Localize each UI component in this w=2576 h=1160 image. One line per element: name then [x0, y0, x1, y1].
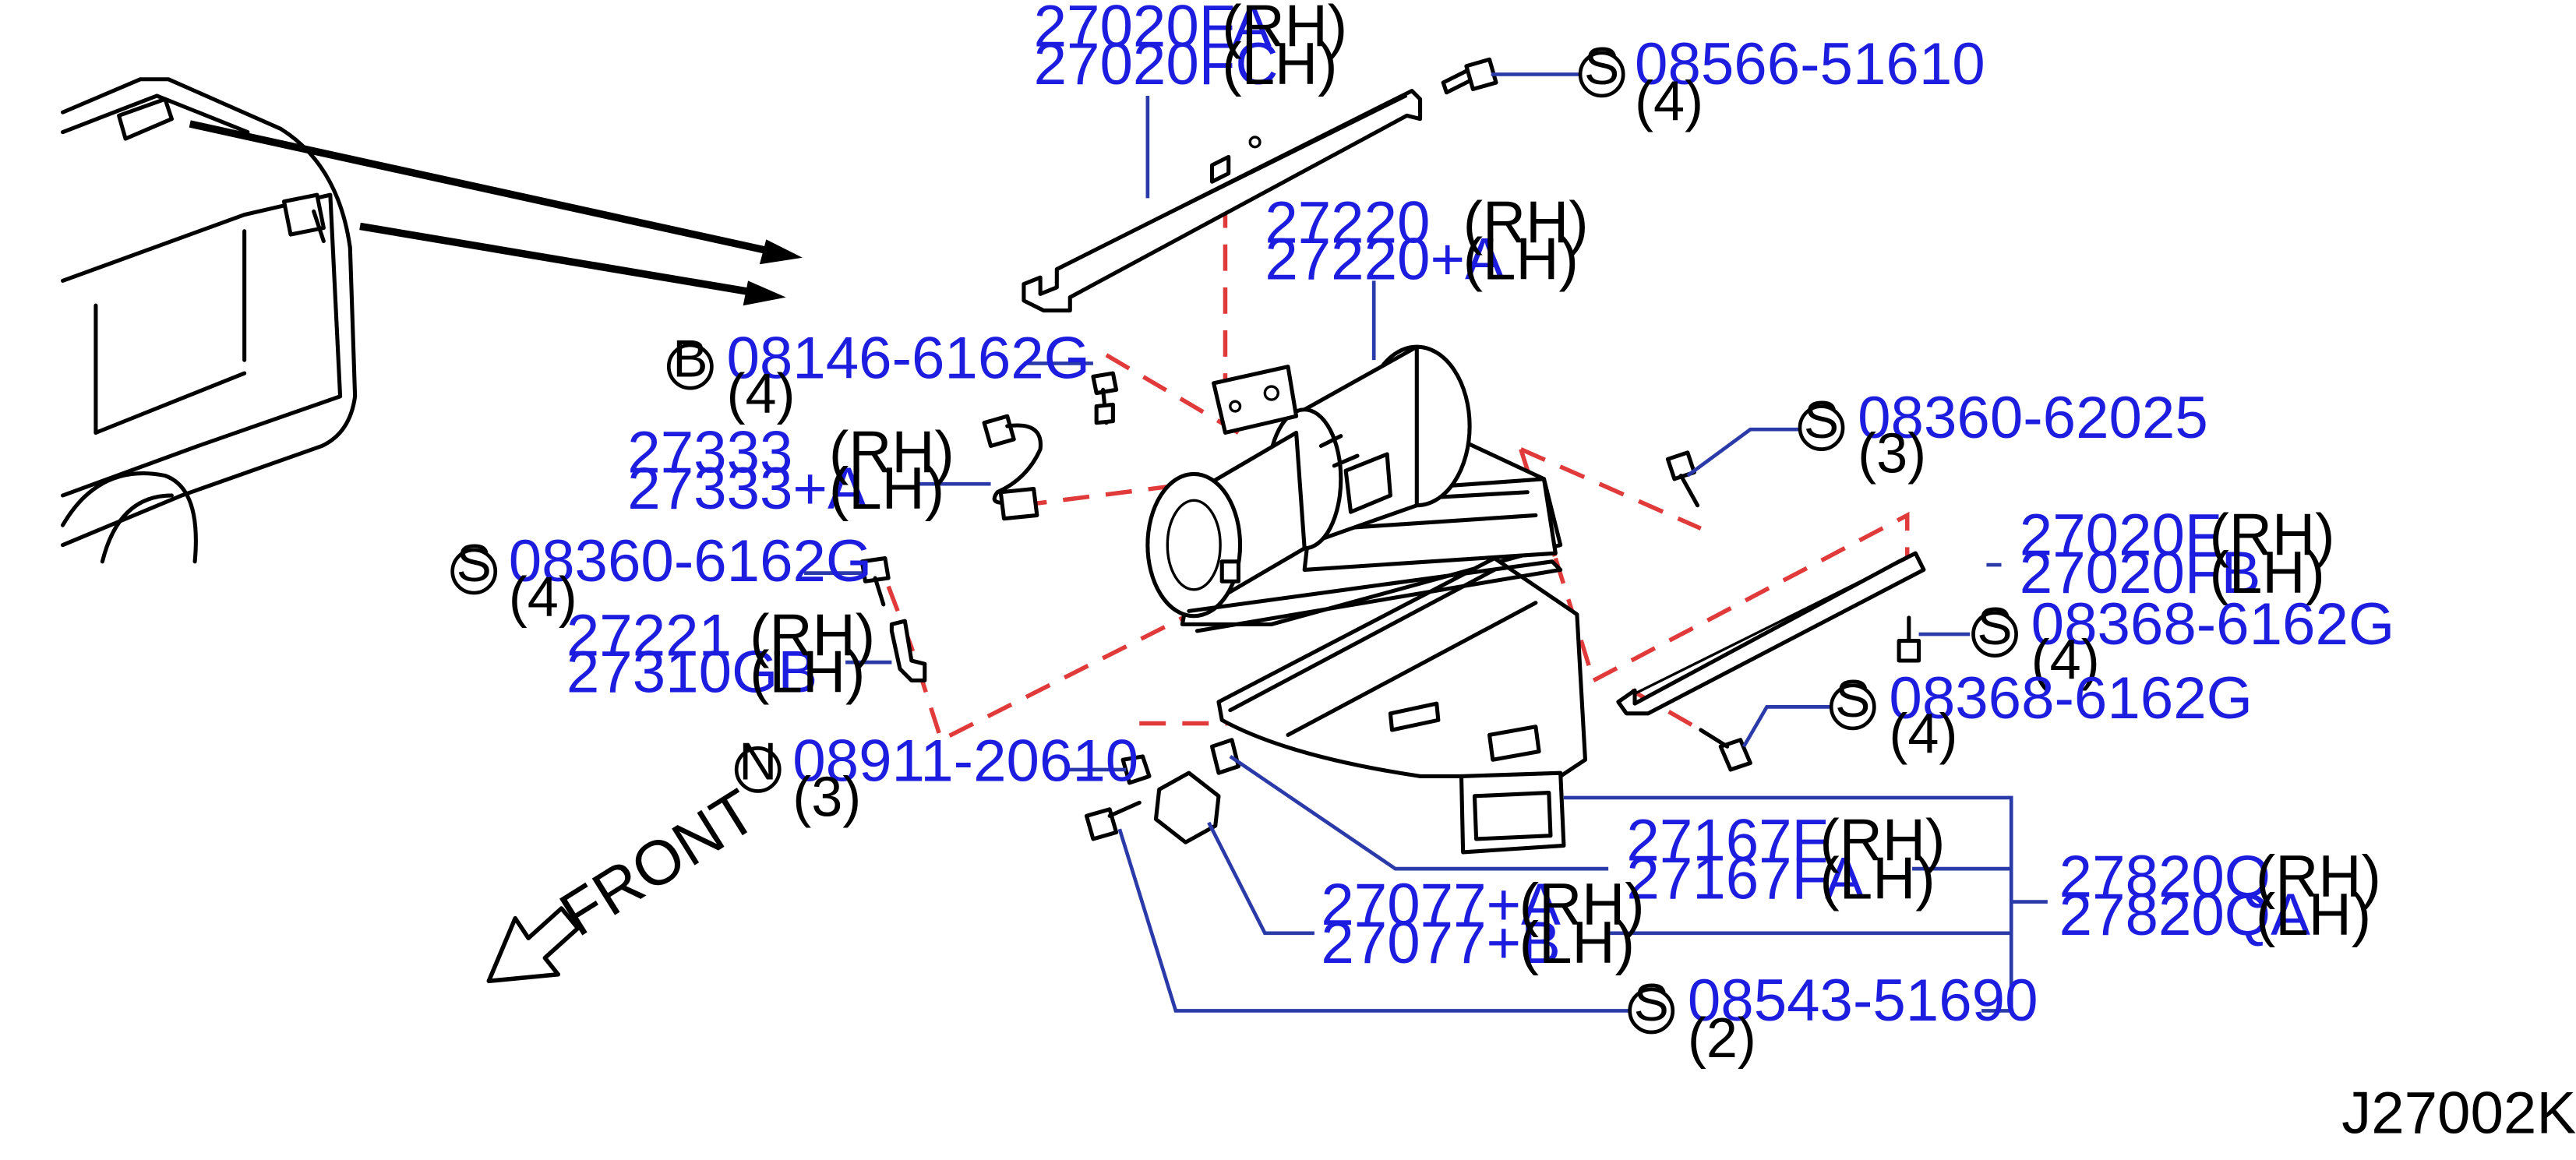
quantity: (4) [509, 566, 577, 629]
part-number: 27333 [627, 419, 792, 485]
quantity: (3) [1858, 422, 1926, 485]
side-tag: (LH) [2210, 540, 2325, 606]
symbol-letter: S [1634, 974, 1669, 1032]
quantity: (3) [792, 766, 861, 828]
part-number: 27167F [1626, 808, 1828, 874]
reference-arrows [189, 120, 803, 306]
side-tag: (RH) [2256, 844, 2381, 910]
symbol-letter: S [457, 534, 492, 593]
quantity: (4) [1889, 703, 1957, 766]
part-number: 27020FC [1034, 31, 1279, 97]
part-number: 08368-6162G [2031, 591, 2395, 658]
symbol-letter: N [739, 733, 777, 792]
part-number: 08566-51610 [1635, 31, 1985, 97]
quantity: (4) [2031, 629, 2100, 691]
front-label: FRONT [549, 776, 769, 950]
side-tag: (LH) [750, 639, 865, 705]
symbol-circle [1578, 51, 1625, 98]
part-number: 08911-20610 [792, 728, 1138, 795]
leader-lines [804, 72, 2048, 1013]
blower-unit [1145, 344, 1563, 626]
symbol-letter: S [1835, 670, 1870, 728]
part-number: 27077+A [1321, 872, 1561, 938]
side-tag: (RH) [1519, 872, 1645, 938]
part-number: 27020F [2020, 502, 2221, 568]
part-number: 27820QA [2059, 882, 2310, 948]
front-direction-arrow: FRONT [486, 776, 769, 984]
part-number: 27220+A [1265, 226, 1505, 292]
side-tag: (LH) [829, 456, 944, 522]
fasteners [859, 57, 1921, 844]
symbol-circle [450, 548, 498, 595]
side-tag: (RH) [1463, 190, 1589, 256]
symbol-circles: S B S N S S S S [450, 37, 2018, 1035]
symbol-letter: S [1977, 598, 2012, 656]
side-tag: (LH) [1819, 845, 1935, 911]
part-number: 27310GB [566, 639, 817, 705]
bracket-top-part [1022, 89, 1423, 313]
part-number: 27020FA [1034, 0, 1272, 59]
diagram-code: J27002KV [2341, 1080, 2576, 1146]
symbol-circle [1628, 987, 1675, 1035]
side-tag: (LH) [1222, 31, 1337, 97]
part-number: 27820Q [2059, 844, 2271, 910]
side-tag: (LH) [1519, 910, 1635, 976]
quantity: (4) [1635, 71, 1703, 133]
side-tag: (LH) [2256, 882, 2371, 948]
part-number: 08368-6162G [1889, 665, 2253, 732]
part-number: 27220 [1265, 190, 1430, 256]
part-number: 27167FA [1626, 845, 1865, 911]
side-tag: (RH) [2210, 502, 2335, 568]
symbol-circle [1971, 611, 2018, 658]
symbol-circle [666, 343, 714, 390]
vehicle-outline [60, 77, 358, 564]
symbol-letter: B [672, 330, 708, 388]
harness-part [982, 414, 1043, 521]
quantity: (2) [1688, 1007, 1756, 1070]
side-tag: (RH) [829, 419, 955, 485]
part-number: 08360-62025 [1858, 385, 2208, 451]
quantity: (4) [726, 363, 795, 425]
part-number: 08360-6162G [509, 528, 873, 594]
symbol-letter: S [1804, 391, 1839, 450]
part-number: 27077+B [1321, 910, 1561, 976]
part-number: 27333+A [627, 456, 867, 522]
symbol-circle [1829, 683, 1876, 731]
side-tag: (LH) [1463, 226, 1579, 292]
part-number: 27020FB [2020, 540, 2261, 606]
side-tag: (RH) [750, 603, 875, 669]
side-tag: (RH) [1222, 0, 1347, 59]
symbol-circle [1798, 404, 1845, 451]
part-number: 08543-51690 [1688, 968, 2038, 1034]
bracket-right-part [1616, 551, 1926, 716]
symbol-letter: S [1584, 37, 1619, 96]
part-number: 27221 [566, 603, 732, 669]
duct-assembly [1187, 556, 1588, 855]
callout-labels: 27020FA 27020FC (RH) (LH) 08566-51610 (4… [509, 0, 2395, 1070]
symbol-circle [734, 746, 782, 793]
side-tag: (RH) [1819, 808, 1945, 874]
bracket-left-part [889, 619, 927, 682]
part-number: 08146-6162G [726, 325, 1090, 391]
